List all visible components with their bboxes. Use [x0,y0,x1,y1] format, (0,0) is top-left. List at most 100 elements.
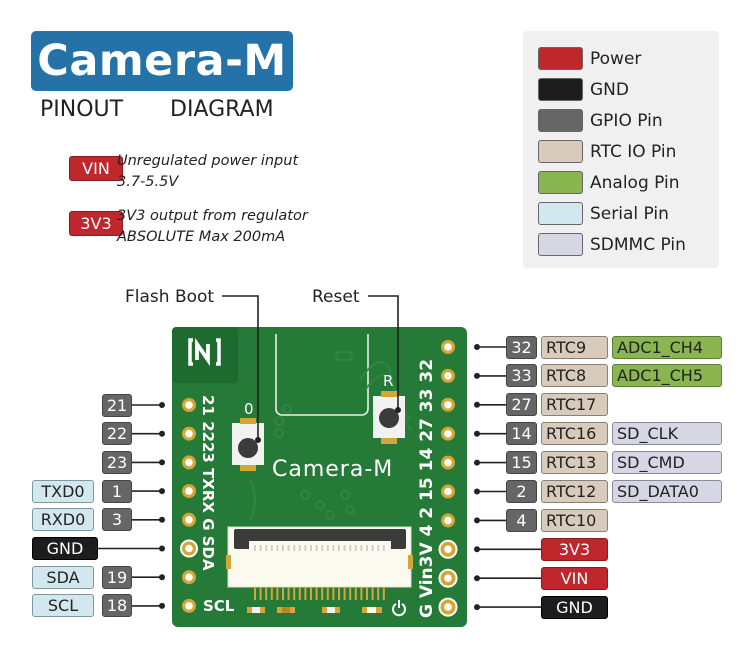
fpc-lead [371,587,374,600]
right-pin-rtc-tag: RTC16 [541,422,608,446]
left-silkscreen-scl: SCL [203,597,235,615]
fpc-slot [249,541,391,551]
left-pin-hole-center [185,487,193,495]
legend-swatch [538,140,583,163]
legend-swatch [538,233,583,256]
fpc-tab-right [408,555,413,569]
left-pin-gpio-tag: 18 [102,594,132,618]
left-pin-func-tag: RXD0 [32,508,94,532]
callout-line-reset [368,295,399,410]
callout-dot-reset [395,407,401,413]
fpc-lead [293,587,296,600]
right-pin-gpio-tag: 27 [506,393,537,417]
right-pin-hole-center [444,458,452,467]
legend-label: Power [590,49,642,69]
left-pin-func-tag: GND [32,537,98,560]
right-pin-rtc-tag: RTC12 [541,480,608,503]
smd-parts [247,607,382,613]
legend-label: RTC IO Pin [590,142,677,162]
left-pin-leader-dot [159,545,165,552]
left-silkscreen: 21 2223 TXRX G SDA [199,395,217,571]
right-pin-power-tag: GND [541,595,608,619]
left-pin-leader-dot [159,602,165,609]
right-pin-gpio-tag: 32 [506,335,537,359]
fpc-pins [254,545,385,600]
right-pin-extra-tag: SD_CMD [612,451,722,475]
fpc-lead [265,587,268,600]
right-pin-extra-tag: SD_DATA0 [612,480,722,503]
fpc-lead [270,587,273,600]
fpc-pin [259,545,262,551]
fpc-lead [321,587,324,600]
left-pin-leader-dot [159,574,165,581]
fpc-pin [254,545,256,551]
left-pin-hole-center [185,573,193,581]
fpc-lead [304,587,307,600]
fpc-pin [326,545,329,551]
callout-dot-flash-boot [255,437,261,443]
fpc-pin [360,545,363,551]
power-led-icon [392,600,406,617]
fpc-pin [321,545,324,551]
fpc-pin [315,545,318,551]
right-pin-hole-center [444,401,452,409]
left-pin-leader-dot [159,430,165,437]
left-pin-gpio-tag: 3 [102,508,132,532]
legend-swatch [538,171,583,194]
right-pin-hole-center [444,429,452,438]
fpc-pin [310,545,312,551]
fpc-pin [287,545,290,551]
right-pin-hole-center [444,372,452,380]
right-pin-hole-center [444,343,452,351]
fpc-pin [343,545,346,551]
fpc-pin [276,545,279,551]
fpc-pin [354,545,357,551]
left-pin-gpio-tag: 19 [102,565,132,589]
right-pin-power-tag: 3V3 [541,537,608,561]
note-vin-line2: 3.7-5.5V [117,174,179,190]
right-pin-rtc-tag: RTC13 [541,451,608,475]
left-pin-leader-dot [159,516,165,523]
boot-silk-label: 0 [244,400,254,418]
fpc-lead [259,587,262,600]
right-silkscreen: G Vin3V 4 2 15 14 27 33 32 [417,359,437,618]
fpc-lead [360,587,363,600]
fpc-lead [310,587,312,600]
fpc-lead [282,587,284,600]
left-pin-hole-center [185,544,193,553]
left-pin-func-tag: TXD0 [32,479,94,503]
right-pin-gpio-tag: 33 [506,364,537,388]
legend-label: GPIO Pin [590,111,663,131]
fpc-lead [354,587,357,600]
reset-pad-top [381,391,397,397]
fpc-lead [382,587,385,600]
right-pin-hole-center [444,487,452,496]
fpc-lead [366,587,368,600]
legend-label: SDMMC Pin [590,235,686,255]
logo-icon [188,337,221,367]
fpc-pin [298,545,301,551]
fpc-pin [282,545,284,551]
right-pin-gpio-tag: 15 [506,451,537,475]
right-pin-gpio-tag: 4 [506,508,537,532]
fpc-lead [332,587,335,600]
fpc-tab-left [226,555,231,569]
subtitle-diagram: DIAGRAM [170,97,274,122]
left-pin-gpio-tag: 22 [102,422,132,446]
callout-reset: Reset [312,287,360,307]
fpc-lead [254,587,256,600]
note-vin-text: Unregulated power input 3.7-5.5V [117,151,298,193]
fpc-pin [338,545,340,551]
reset-button[interactable] [379,408,399,428]
right-pin-hole-center [444,574,452,582]
board-name-silk: Camera-M [272,457,393,482]
right-pin-power-tag: VIN [541,566,608,590]
boot-button[interactable] [238,438,258,458]
note-3v3-line2: ABSOLUTE Max 200mA [117,229,286,245]
legend-swatch [538,202,583,225]
fpc-pin [377,545,380,551]
page-title: Camera-M [31,31,293,91]
note-vin-line1: Unregulated power input [117,153,299,169]
left-pin-hole-center [185,516,193,524]
